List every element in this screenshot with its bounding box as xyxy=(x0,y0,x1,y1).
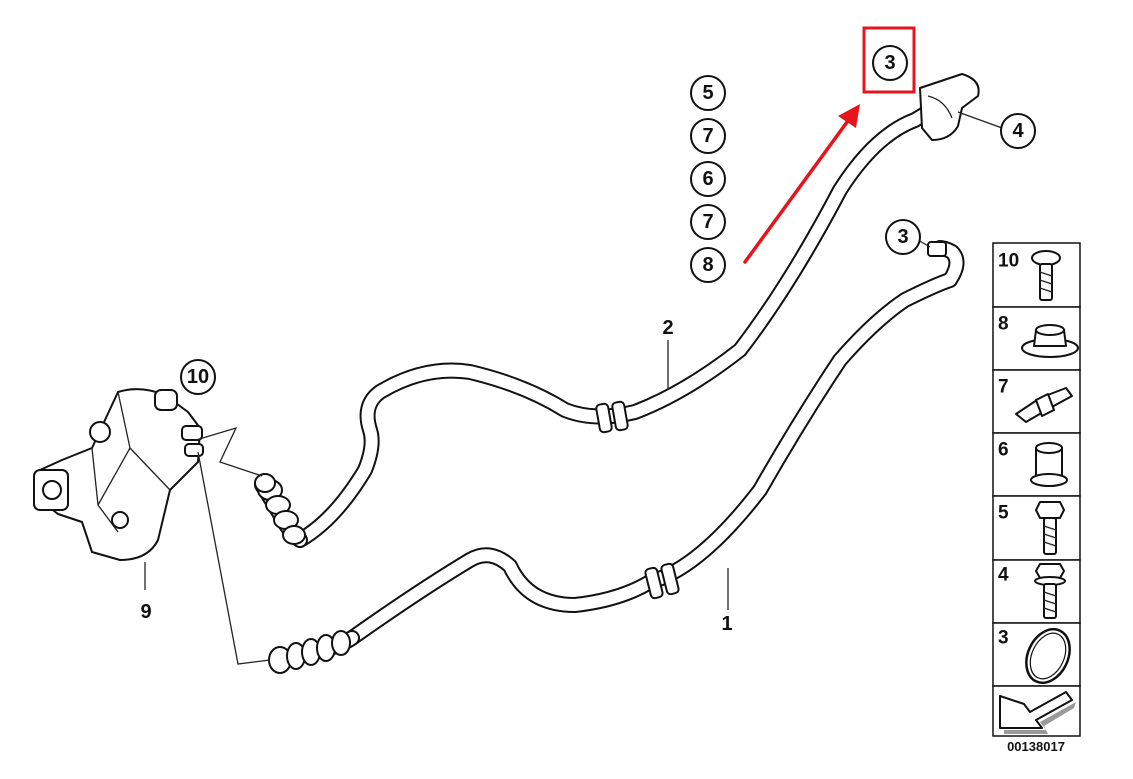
svg-text:10: 10 xyxy=(187,366,209,388)
callout-3-top: 3 xyxy=(862,26,916,94)
label-hose-1: 1 xyxy=(721,613,732,635)
legend-cell-4: 4 xyxy=(992,559,1081,624)
hose-1 xyxy=(268,240,965,674)
svg-text:7: 7 xyxy=(998,377,1009,398)
callout-5: 5 xyxy=(702,82,713,104)
svg-text:4: 4 xyxy=(1012,120,1024,142)
callout-4: 4 xyxy=(1000,113,1036,149)
legend-cell-6: 6 xyxy=(992,432,1081,497)
svg-text:5: 5 xyxy=(998,503,1009,524)
direction-arrow-icon xyxy=(999,691,1073,729)
svg-text:3: 3 xyxy=(998,628,1009,649)
legend-cell-8: 8 xyxy=(992,306,1081,371)
svg-text:8: 8 xyxy=(998,314,1009,335)
svg-text:4: 4 xyxy=(998,565,1009,586)
callout-6: 6 xyxy=(702,168,713,190)
highlight-box xyxy=(862,26,916,94)
svg-text:6: 6 xyxy=(998,440,1009,461)
callout-3-right: 3 xyxy=(885,219,921,255)
legend-cell-5: 5 xyxy=(992,495,1081,561)
label-unit-9: 9 xyxy=(140,601,151,623)
legend-cell-10: 10 xyxy=(992,242,1081,308)
leader-lines xyxy=(195,111,1003,665)
cooler-unit-9 xyxy=(33,388,204,590)
svg-text:3: 3 xyxy=(884,52,895,74)
legend-cell-7: 7 xyxy=(992,369,1081,434)
legend-cell-3: 3 xyxy=(992,622,1081,687)
label-hose-2: 2 xyxy=(662,317,673,339)
parts-legend: 10 8 7 6 5 xyxy=(992,242,1081,737)
hose-2 xyxy=(254,73,980,548)
svg-text:3: 3 xyxy=(897,226,908,248)
svg-text:10: 10 xyxy=(998,251,1019,272)
callout-7a: 7 xyxy=(702,125,713,147)
callout-10: 10 xyxy=(180,359,216,395)
highlight-arrow xyxy=(743,104,860,264)
callout-7b: 7 xyxy=(702,211,713,233)
reference-code: 00138017 xyxy=(1007,739,1065,754)
callout-8: 8 xyxy=(702,254,713,276)
callout-stack: 5 7 6 7 8 xyxy=(690,75,726,283)
legend-direction-arrow-cell xyxy=(992,685,1081,737)
